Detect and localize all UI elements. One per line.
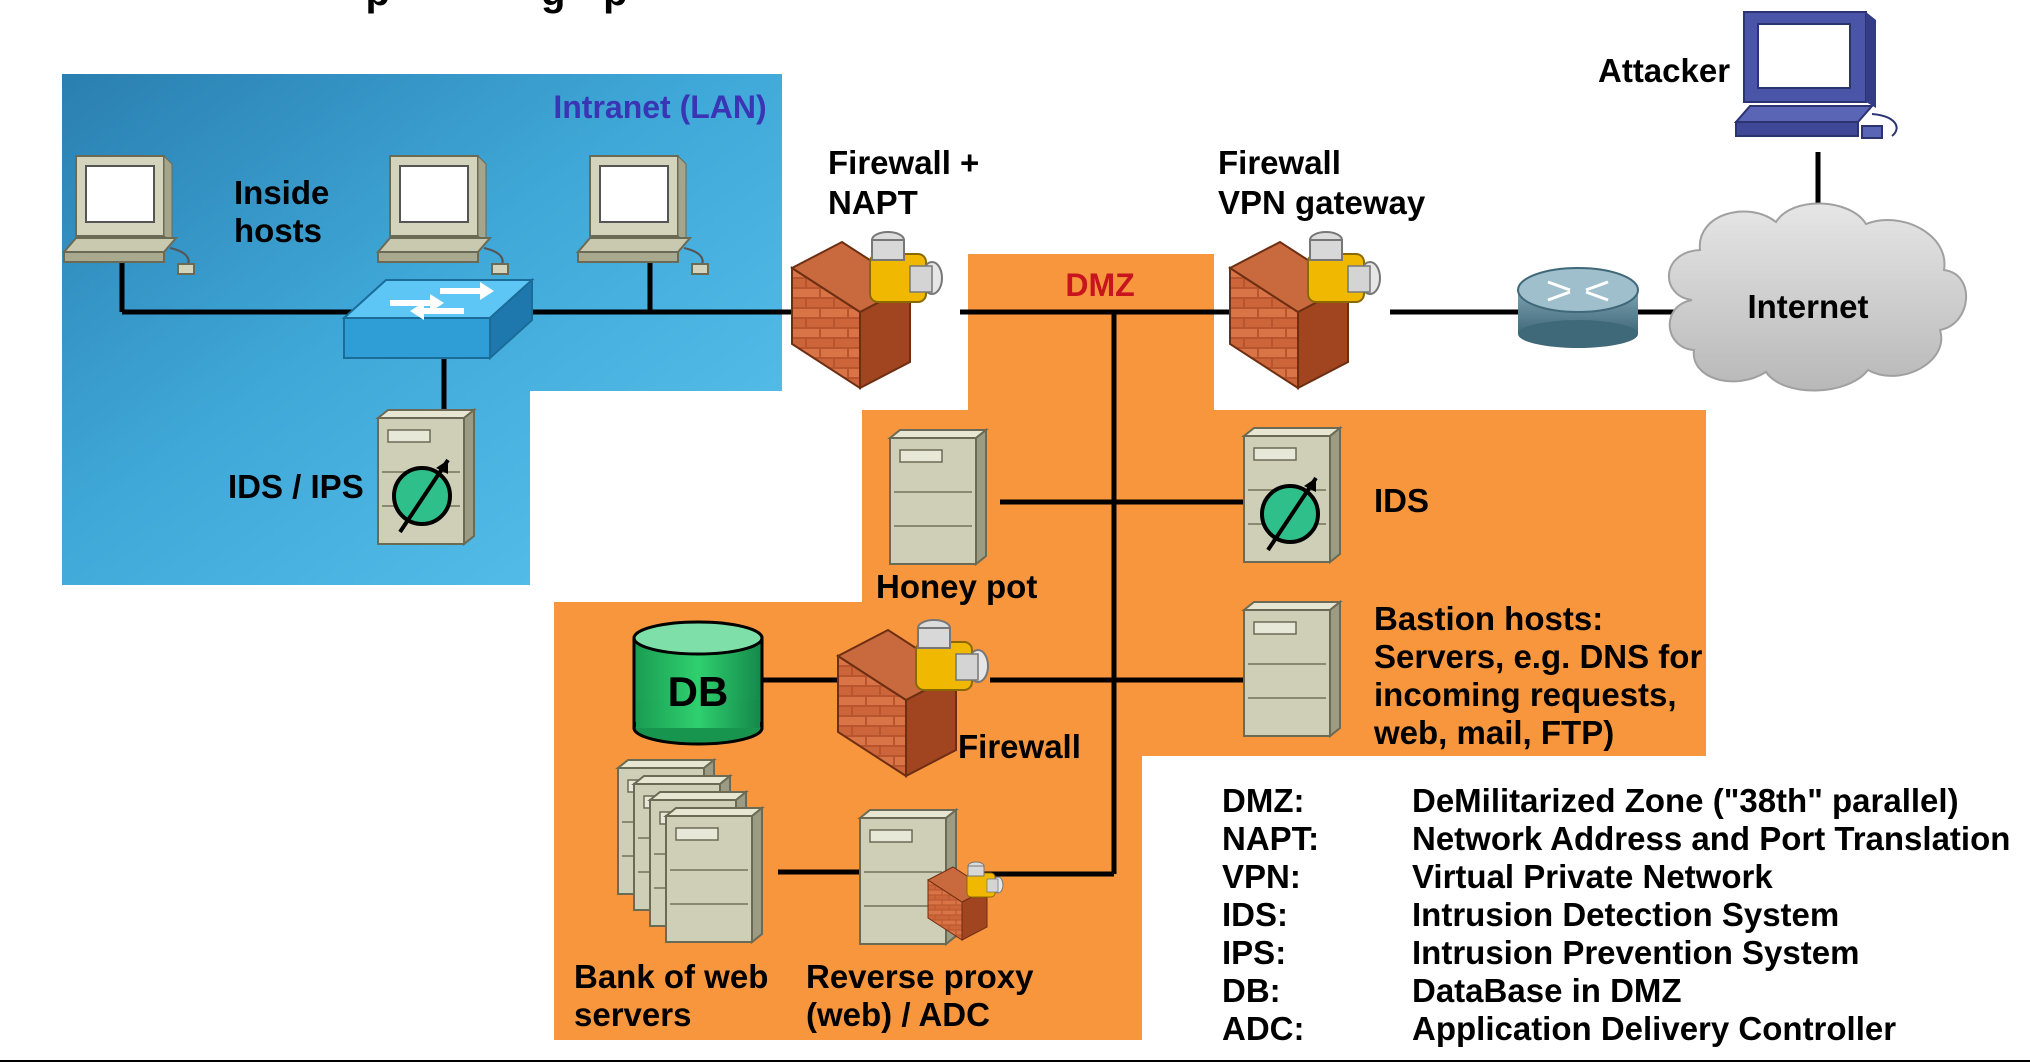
- legend-text: Network Address and Port Translation: [1412, 820, 2010, 857]
- web-server-4: [665, 807, 763, 943]
- ids-label: IDS: [1374, 482, 1429, 519]
- legend-abbr: IDS:: [1222, 896, 1288, 933]
- firewall-napt-label-line1: Firewall +: [828, 144, 979, 181]
- database-cylinder-icon: [632, 620, 764, 746]
- legend-text: Virtual Private Network: [1412, 858, 1773, 895]
- firewall-vpn-gateway-icon: [1229, 231, 1381, 389]
- lan-zone-label: Intranet (LAN): [553, 89, 766, 125]
- legend-abbr: VPN:: [1222, 858, 1301, 895]
- bastion-label-line2: Servers, e.g. DNS for: [1374, 638, 1702, 675]
- firewall-napt-label-line2: NAPT: [828, 184, 918, 221]
- internet-label: Internet: [1747, 288, 1868, 325]
- legend-text: Intrusion Prevention System: [1412, 934, 1859, 971]
- bank-web-label-line1: Bank of web: [574, 958, 768, 995]
- legend: DMZ: DeMilitarized Zone ("38th" parallel…: [1222, 782, 2010, 1047]
- firewall-vpn-label-line2: VPN gateway: [1218, 184, 1426, 221]
- legend-text: DeMilitarized Zone ("38th" parallel): [1412, 782, 1959, 819]
- attacker-computer-icon: [1733, 11, 1898, 139]
- legend-abbr: DMZ:: [1222, 782, 1304, 819]
- page-title-fragment: ·· ·· p·· ·· ·· ·· g·· p: [290, 0, 628, 14]
- dmz-zone-label: DMZ: [1065, 267, 1134, 303]
- legend-abbr: DB:: [1222, 972, 1281, 1009]
- inside-hosts-label-line2: hosts: [234, 212, 322, 249]
- legend-text: DataBase in DMZ: [1412, 972, 1682, 1009]
- firewall-vpn-label-line1: Firewall: [1218, 144, 1341, 181]
- bastion-host-server: [1243, 601, 1341, 737]
- legend-text: Intrusion Detection System: [1412, 896, 1839, 933]
- router-icon: [1517, 267, 1639, 348]
- attacker-label: Attacker: [1598, 52, 1730, 89]
- legend-text: Application Delivery Controller: [1412, 1010, 1896, 1047]
- honey-pot-server: [889, 429, 987, 565]
- firewall-label: Firewall: [958, 728, 1081, 765]
- reverse-proxy-label-line2: (web) / ADC: [806, 996, 990, 1033]
- bastion-label-line3: incoming requests,: [1374, 676, 1677, 713]
- legend-abbr: IPS:: [1222, 934, 1286, 971]
- legend-abbr: NAPT:: [1222, 820, 1319, 857]
- internet-cloud-icon: [1667, 202, 1968, 392]
- ids-ips-label: IDS / IPS: [228, 468, 364, 505]
- honey-pot-label: Honey pot: [876, 568, 1037, 605]
- legend-abbr: ADC:: [1222, 1010, 1304, 1047]
- inside-hosts-label-line1: Inside: [234, 174, 329, 211]
- bank-web-label-line2: servers: [574, 996, 691, 1033]
- bastion-label-line4: web, mail, FTP): [1373, 714, 1614, 751]
- bastion-label-line1: Bastion hosts:: [1374, 600, 1603, 637]
- firewall-napt-icon: [791, 231, 943, 389]
- lan-switch-icon: [341, 277, 535, 361]
- dmz-zone: [554, 254, 1706, 1040]
- db-label: DB: [668, 668, 729, 715]
- reverse-proxy-label-line1: Reverse proxy: [806, 958, 1034, 995]
